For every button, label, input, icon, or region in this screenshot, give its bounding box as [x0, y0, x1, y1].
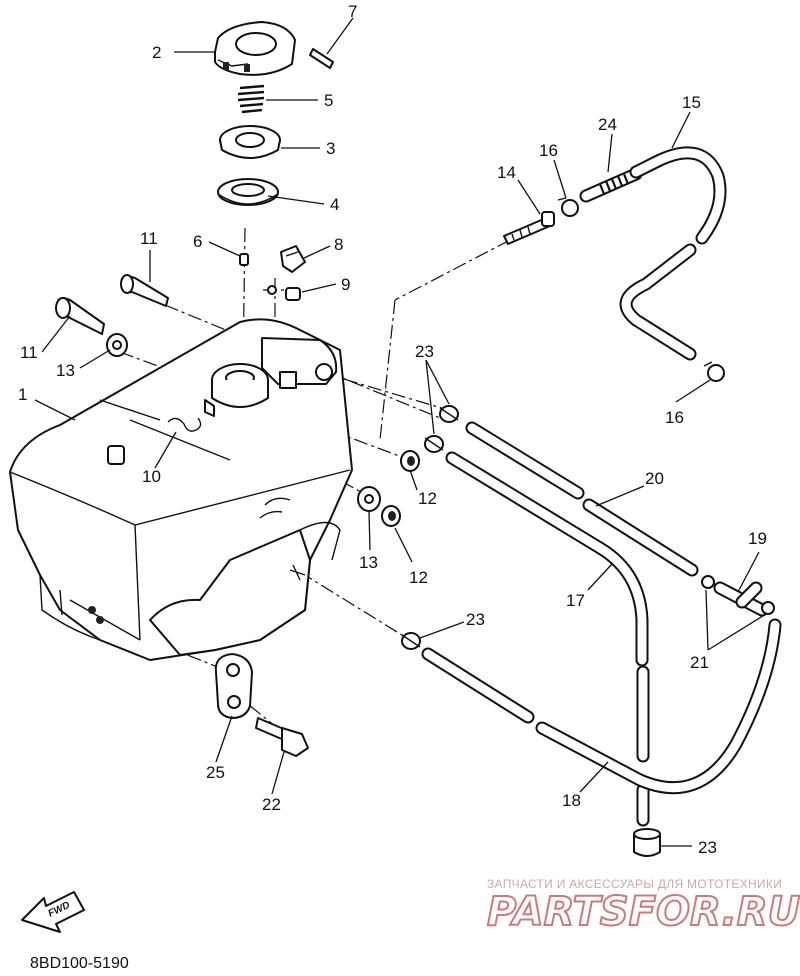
bolt-11-upper: [120, 274, 169, 307]
callout-3: 3: [326, 139, 335, 158]
breather-hose-15: [619, 146, 727, 361]
cap-seat: [219, 125, 281, 159]
cap-gasket: [217, 178, 279, 206]
tee-joint-19: [701, 575, 775, 617]
callout-23-middle: 23: [466, 610, 485, 629]
watermark: ЗАПЧАСТИ И АКСЕССУАРЫ ДЛЯ МОТОТЕХНИКИ PA…: [486, 877, 800, 936]
callout-14: 14: [497, 163, 516, 182]
callout-11-upper: 11: [140, 229, 158, 248]
clamp-16-lower: [703, 361, 725, 382]
washer-13-lower: [357, 486, 381, 512]
callout-4: 4: [330, 195, 339, 214]
callout-25: 25: [206, 763, 225, 782]
callout-numbers: 2 7 5 3 4 6 8 9 11 11 13 1 10 12 13 12 2…: [18, 2, 767, 857]
callout-12-lower: 12: [409, 568, 428, 587]
tank-cap: [214, 21, 296, 76]
callout-9: 9: [341, 275, 350, 294]
bolt-11-lower: [55, 297, 105, 335]
clip-10: [167, 417, 202, 432]
hose-17: [445, 451, 650, 827]
callout-13-upper: 13: [56, 361, 75, 380]
diagram-code: 8BD100-5190: [30, 955, 129, 971]
callout-16-lower: 16: [665, 408, 684, 427]
clamp-23-c: [401, 632, 421, 650]
callout-21: 21: [690, 653, 709, 672]
callout-10: 10: [142, 467, 161, 486]
spring-guard-24: [579, 167, 643, 203]
grommet-12-lower: [381, 505, 401, 527]
callout-24: 24: [598, 115, 617, 134]
callout-6: 6: [193, 232, 202, 251]
washer-13-upper: [106, 333, 128, 357]
fitting-9: [267, 285, 301, 301]
hose-18: [421, 618, 782, 795]
callout-20: 20: [645, 469, 664, 488]
hose-20: [465, 421, 699, 577]
callout-7: 7: [348, 2, 357, 21]
pin-6: [239, 253, 249, 266]
watermark-brand: PARTSFOR.RU: [487, 889, 800, 935]
watermark-caption: ЗАПЧАСТИ И АКСЕССУАРЫ ДЛЯ МОТОТЕХНИКИ: [487, 877, 782, 891]
forward-arrow: FWD: [21, 891, 85, 933]
clamp-23-d: [633, 828, 661, 857]
clamp-16-upper: [557, 197, 579, 217]
callout-17: 17: [566, 591, 585, 610]
callout-19: 19: [748, 529, 767, 548]
callout-15: 15: [682, 93, 701, 112]
grommet-12-upper: [400, 450, 420, 472]
clamp-23-a: [439, 405, 459, 423]
callout-16-upper: 16: [539, 141, 558, 160]
screw-14: [503, 211, 555, 245]
cap-spring: [237, 84, 265, 114]
callout-18: 18: [562, 791, 581, 810]
callout-13-lower: 13: [359, 553, 378, 572]
callout-23-lower: 23: [698, 838, 717, 857]
callout-1: 1: [18, 385, 27, 404]
callout-23-upper: 23: [415, 342, 434, 361]
callout-11-lower: 11: [20, 343, 38, 362]
clip-8: [280, 245, 306, 273]
cap-pin: [309, 48, 334, 69]
bolt-22: [255, 717, 309, 757]
bracket-25: [214, 653, 253, 719]
callout-12-upper: 12: [418, 489, 437, 508]
clamp-23-b: [424, 435, 444, 453]
leader-lines: [34, 17, 767, 847]
fuel-tank: [9, 318, 353, 661]
callout-2: 2: [152, 43, 161, 62]
callout-8: 8: [334, 235, 343, 254]
callout-5: 5: [324, 91, 333, 110]
callout-22: 22: [262, 795, 281, 814]
